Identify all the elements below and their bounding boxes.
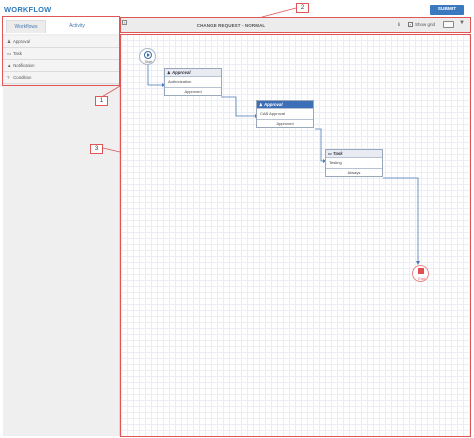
- palette-item-label: Notification: [13, 63, 35, 68]
- play-icon: [144, 51, 152, 59]
- user-icon: ♟: [167, 70, 171, 75]
- bell-icon: ▲: [7, 63, 12, 68]
- node-approval-cab[interactable]: ♟Approval CAB Approval Approved: [256, 100, 314, 128]
- node-type: Approval: [172, 70, 191, 75]
- panel-tabs: Workflows Activity: [3, 17, 120, 34]
- user-icon: ♟: [259, 102, 263, 107]
- end-label: End: [418, 277, 425, 281]
- user-icon: ♟: [7, 39, 12, 44]
- node-header: ▭Task: [326, 150, 382, 158]
- start-node[interactable]: Start: [139, 48, 156, 65]
- app-header: WORKFLOW SUBMIT: [0, 0, 474, 17]
- end-node[interactable]: End: [412, 265, 429, 282]
- node-task-testing[interactable]: ▭Task Testing Always: [325, 149, 383, 177]
- callout-tag-3: 3: [90, 144, 103, 154]
- submit-button[interactable]: SUBMIT: [430, 5, 464, 15]
- info-icon[interactable]: i: [398, 22, 400, 28]
- app-title: WORKFLOW: [4, 5, 52, 14]
- task-icon: ▭: [328, 151, 332, 156]
- node-body: CAB Approval: [257, 109, 313, 120]
- node-type: Task: [333, 151, 343, 156]
- node-header: ♟Approval: [165, 69, 221, 77]
- start-label: Start: [144, 60, 153, 64]
- palette-item-notification[interactable]: ▲ Notification: [3, 60, 120, 72]
- stop-icon: [418, 268, 424, 274]
- palette-item-label: Condition: [13, 75, 32, 80]
- arrowhead: [323, 159, 326, 163]
- palette-item-label: Approval: [12, 39, 30, 44]
- palette-item-task[interactable]: ▭ Task: [3, 48, 120, 60]
- collapse-panel-icon[interactable]: ‹: [122, 20, 127, 25]
- tab-activity[interactable]: Activity: [69, 23, 85, 29]
- task-icon: ▭: [7, 51, 12, 56]
- question-icon: ?: [7, 75, 10, 80]
- workflow-canvas[interactable]: Start ♟Approval Authorization Approved ♟…: [121, 34, 470, 436]
- callout-tag-2: 2: [296, 3, 309, 13]
- palette-item-approval[interactable]: ♟ Approval: [3, 36, 120, 48]
- node-body: Authorization: [165, 77, 221, 88]
- connector-start-approval: [147, 65, 162, 86]
- filter-icon[interactable]: ▼: [459, 20, 465, 26]
- node-body: Testing: [326, 158, 382, 169]
- node-approval-authorization[interactable]: ♟Approval Authorization Approved: [164, 68, 222, 96]
- connector-cab-task: [315, 128, 325, 162]
- node-outcome[interactable]: Always: [347, 170, 361, 175]
- connector-task-end: [383, 177, 419, 263]
- show-grid-checkbox[interactable]: ✓: [408, 22, 413, 27]
- node-outcome[interactable]: Approved: [184, 89, 202, 94]
- canvas-toolbar: ‹ CHANGE REQUEST - NORMAL i ✓ Show grid …: [121, 18, 470, 33]
- activity-palette: ♟ Approval ▭ Task ▲ Notification ? Condi…: [3, 36, 120, 84]
- connector-approval-cab: [221, 96, 255, 117]
- node-header: ♟Approval: [257, 101, 313, 109]
- workflow-title: CHANGE REQUEST - NORMAL: [196, 23, 266, 28]
- left-panel: Workflows Activity ♟ Approval ▭ Task ▲ N…: [3, 17, 120, 436]
- keyboard-icon[interactable]: [443, 21, 454, 28]
- arrowhead: [416, 261, 420, 265]
- tab-workflows[interactable]: Workflows: [6, 20, 46, 33]
- connector-lines: [147, 65, 420, 265]
- show-grid-label: Show grid: [415, 22, 436, 27]
- node-outcome[interactable]: Approved: [276, 121, 294, 126]
- palette-item-label: Task: [13, 51, 22, 56]
- node-type: Approval: [264, 102, 283, 107]
- palette-item-condition[interactable]: ? Condition: [3, 72, 120, 84]
- arrowhead: [162, 83, 165, 87]
- callout-tag-1: 1: [95, 96, 108, 106]
